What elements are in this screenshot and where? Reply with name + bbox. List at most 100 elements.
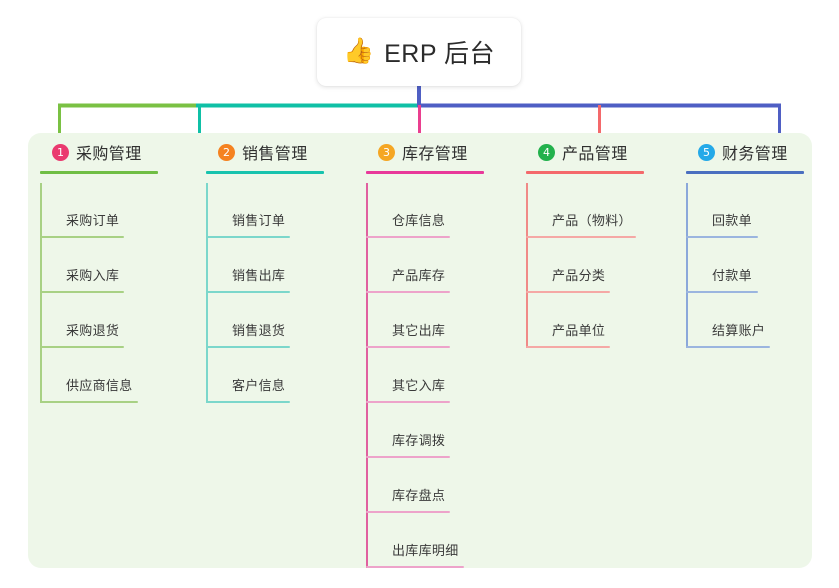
leaf-label: 采购订单 — [66, 213, 120, 228]
leaf-underline — [366, 456, 450, 458]
leaf-label: 销售退货 — [232, 323, 286, 338]
leaf-label: 回款单 — [712, 213, 752, 228]
leaf-label: 库存调拨 — [392, 433, 446, 448]
leaf-item[interactable]: 采购退货 — [40, 293, 158, 348]
leaf-item[interactable]: 产品库存 — [366, 238, 484, 293]
leaf-item[interactable]: 其它出库 — [366, 293, 484, 348]
leaf-item[interactable]: 销售出库 — [206, 238, 324, 293]
leaf-label: 结算账户 — [712, 323, 766, 338]
branch-column-1: 1 采购管理采购订单采购入库采购退货供应商信息 — [40, 133, 158, 403]
branch-spine — [526, 183, 528, 348]
branch-spine — [366, 183, 368, 568]
leaf-underline — [206, 346, 290, 348]
leaf-list: 销售订单销售出库销售退货客户信息 — [206, 183, 324, 403]
branch-column-2: 2 销售管理销售订单销售出库销售退货客户信息 — [206, 133, 324, 403]
leaf-underline — [526, 346, 610, 348]
leaf-item[interactable]: 库存调拨 — [366, 403, 484, 458]
leaf-label: 出库库明细 — [392, 543, 459, 558]
leaf-item[interactable]: 库存盘点 — [366, 458, 484, 513]
leaf-underline — [366, 401, 450, 403]
branch-underline — [206, 171, 324, 174]
leaf-item[interactable]: 付款单 — [686, 238, 804, 293]
leaf-item[interactable]: 销售退货 — [206, 293, 324, 348]
branch-number-badge: 5 — [698, 143, 715, 161]
leaf-label: 其它入库 — [392, 378, 446, 393]
leaf-list: 仓库信息产品库存其它出库其它入库库存调拨库存盘点出库库明细 — [366, 183, 484, 568]
leaf-underline — [366, 511, 450, 513]
leaf-label: 产品单位 — [552, 323, 606, 338]
leaf-item[interactable]: 仓库信息 — [366, 183, 484, 238]
branch-number-badge: 3 — [378, 143, 395, 161]
branch-number-badge: 1 — [52, 143, 69, 161]
leaf-label: 仓库信息 — [392, 213, 446, 228]
leaf-label: 销售订单 — [232, 213, 286, 228]
branch-underline — [686, 171, 804, 174]
leaf-item[interactable]: 出库库明细 — [366, 513, 484, 568]
diagram-panel — [28, 133, 812, 568]
branch-header[interactable]: 2 销售管理 — [206, 133, 324, 171]
columns-container: 1 采购管理采购订单采购入库采购退货供应商信息 2 销售管理销售订单销售出库销售退货客… — [28, 133, 812, 568]
root-node[interactable]: 👍 ERP 后台 — [317, 18, 521, 86]
branch-title: 产品管理 — [562, 146, 628, 163]
root-title: ERP 后台 — [384, 40, 496, 68]
leaf-item[interactable]: 结算账户 — [686, 293, 804, 348]
leaf-list: 回款单付款单结算账户 — [686, 183, 804, 348]
leaf-underline — [366, 236, 450, 238]
leaf-item[interactable]: 销售订单 — [206, 183, 324, 238]
leaf-underline — [206, 236, 290, 238]
leaf-label: 客户信息 — [232, 378, 286, 393]
leaf-underline — [366, 566, 464, 568]
leaf-list: 采购订单采购入库采购退货供应商信息 — [40, 183, 158, 403]
branch-underline — [526, 171, 644, 174]
leaf-label: 采购退货 — [66, 323, 120, 338]
thumbs-up-icon: 👍 — [342, 36, 375, 65]
leaf-label: 销售出库 — [232, 268, 286, 283]
leaf-underline — [526, 291, 610, 293]
leaf-underline — [686, 346, 770, 348]
leaf-item[interactable]: 产品分类 — [526, 238, 644, 293]
leaf-item[interactable]: 采购入库 — [40, 238, 158, 293]
leaf-label: 产品（物料） — [552, 213, 632, 228]
leaf-list: 产品（物料） 产品分类产品单位 — [526, 183, 644, 348]
branch-spine — [206, 183, 208, 403]
branch-number-badge: 2 — [218, 143, 235, 161]
leaf-underline — [206, 291, 290, 293]
leaf-item[interactable]: 回款单 — [686, 183, 804, 238]
leaf-item[interactable]: 采购订单 — [40, 183, 158, 238]
branch-column-5: 5 财务管理回款单付款单结算账户 — [686, 133, 804, 348]
leaf-label: 付款单 — [712, 268, 752, 283]
leaf-label: 产品库存 — [392, 268, 446, 283]
leaf-item[interactable]: 供应商信息 — [40, 348, 158, 403]
leaf-label: 供应商信息 — [66, 378, 133, 393]
branch-column-4: 4 产品管理产品（物料） 产品分类产品单位 — [526, 133, 644, 348]
branch-underline — [40, 171, 158, 174]
branch-header[interactable]: 1 采购管理 — [40, 133, 158, 171]
branch-title: 财务管理 — [722, 146, 788, 163]
leaf-label: 库存盘点 — [392, 488, 446, 503]
leaf-underline — [366, 346, 450, 348]
branch-header[interactable]: 4 产品管理 — [526, 133, 644, 171]
leaf-underline — [206, 401, 290, 403]
branch-spine — [686, 183, 688, 348]
leaf-underline — [40, 291, 124, 293]
leaf-underline — [526, 236, 636, 238]
leaf-underline — [40, 346, 124, 348]
leaf-label: 产品分类 — [552, 268, 606, 283]
leaf-underline — [40, 236, 124, 238]
branch-header[interactable]: 5 财务管理 — [686, 133, 804, 171]
branch-title: 销售管理 — [242, 146, 308, 163]
leaf-underline — [40, 401, 138, 403]
leaf-item[interactable]: 产品单位 — [526, 293, 644, 348]
leaf-item[interactable]: 其它入库 — [366, 348, 484, 403]
leaf-label: 其它出库 — [392, 323, 446, 338]
branch-title: 采购管理 — [76, 146, 142, 163]
branch-number-badge: 4 — [538, 143, 555, 161]
leaf-item[interactable]: 产品（物料） — [526, 183, 644, 238]
branch-underline — [366, 171, 484, 174]
leaf-underline — [686, 236, 758, 238]
leaf-item[interactable]: 客户信息 — [206, 348, 324, 403]
leaf-underline — [686, 291, 758, 293]
